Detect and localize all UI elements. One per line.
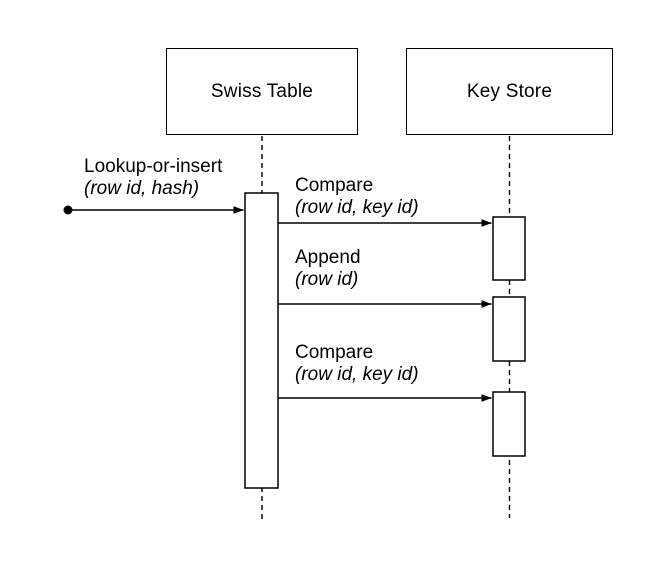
message-params: (row id, key id)	[295, 197, 419, 218]
key-store-activation-bar-3	[492, 391, 526, 457]
swiss-table-activation-bar	[244, 192, 279, 489]
participant-key-store-label: Key Store	[466, 80, 553, 102]
message-name: Append	[295, 247, 361, 268]
message-name: Compare	[295, 175, 374, 196]
message-label-append: Append (row id)	[295, 247, 361, 291]
message-label-lookup-or-insert: Lookup-or-insert (row id, hash)	[84, 156, 222, 200]
message-params: (row id, hash)	[84, 178, 200, 199]
key-store-activation-bar-1	[492, 216, 526, 281]
participant-swiss-table-label: Swiss Table	[210, 80, 314, 102]
message-label-compare-1: Compare (row id, key id)	[295, 175, 419, 219]
start-marker-icon	[63, 205, 73, 215]
message-params: (row id, key id)	[295, 364, 419, 385]
participant-swiss-table: Swiss Table	[166, 48, 358, 135]
participant-key-store: Key Store	[406, 48, 613, 135]
key-store-activation-bar-2	[492, 296, 526, 362]
message-params: (row id)	[295, 269, 359, 290]
message-label-compare-2: Compare (row id, key id)	[295, 342, 419, 386]
message-name: Lookup-or-insert	[84, 156, 223, 177]
message-name: Compare	[295, 342, 374, 363]
